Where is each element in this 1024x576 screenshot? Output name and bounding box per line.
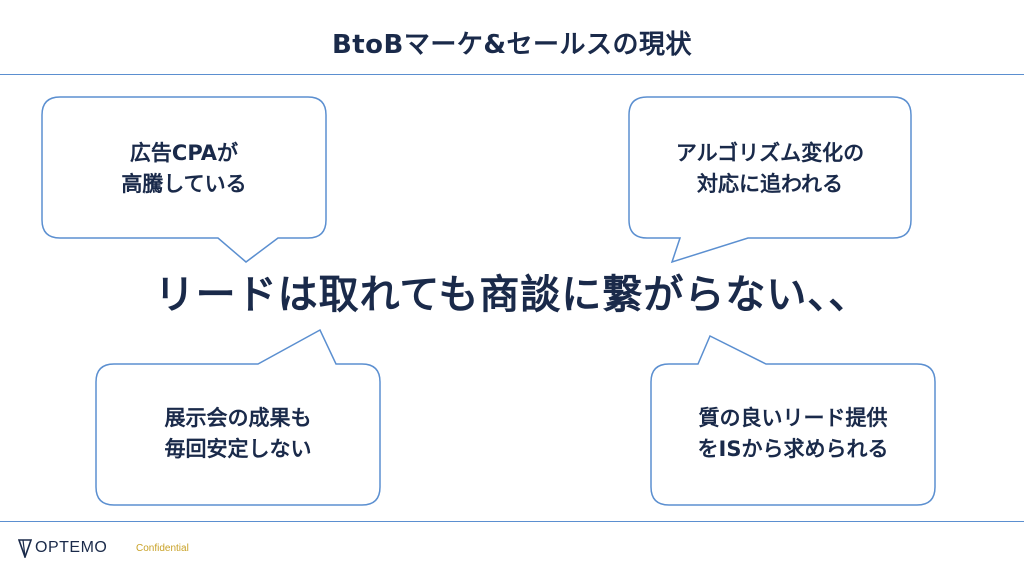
bubble-bottom-left-text: 展示会の成果も 毎回安定しない: [96, 403, 380, 465]
bubble-top-right: [628, 96, 912, 264]
bubble-top-right-line1: アルゴリズム変化の: [675, 141, 865, 165]
bubble-top-right-line2: 対応に追われる: [697, 172, 843, 196]
bubble-bottom-left-line1: 展示会の成果も: [164, 406, 312, 430]
slide-title: BtoBマーケ&セールスの現状: [331, 30, 693, 60]
header-divider: [0, 74, 1024, 75]
logo-text: OPTEMO: [35, 539, 108, 556]
bubble-bottom-right: [650, 334, 936, 506]
bubble-bottom-left-line2: 毎回安定しない: [164, 437, 312, 461]
bubble-bottom-right-line1: 質の良いリード提供: [698, 406, 888, 430]
bubble-bottom-right-text: 質の良いリード提供 をISから求められる: [651, 403, 935, 465]
bubble-top-left-line1: 広告CPAが: [129, 141, 239, 165]
confidential-label: Confidential: [136, 543, 189, 554]
bubble-top-left-line2: 高騰している: [121, 172, 247, 196]
bubble-top-left: [41, 96, 327, 263]
bubble-bottom-left: [95, 328, 381, 506]
footer-divider: [0, 521, 1024, 522]
bubble-top-left-text: 広告CPAが 高騰している: [42, 138, 326, 200]
optemo-logo-icon: [18, 539, 32, 558]
headline: リードは取れても商談に繋がらない、、: [154, 272, 870, 318]
bubble-bottom-right-line2: をISから求められる: [697, 437, 889, 461]
bubble-top-right-text: アルゴリズム変化の 対応に追われる: [629, 138, 911, 200]
company-logo: OPTEMO: [18, 538, 107, 558]
